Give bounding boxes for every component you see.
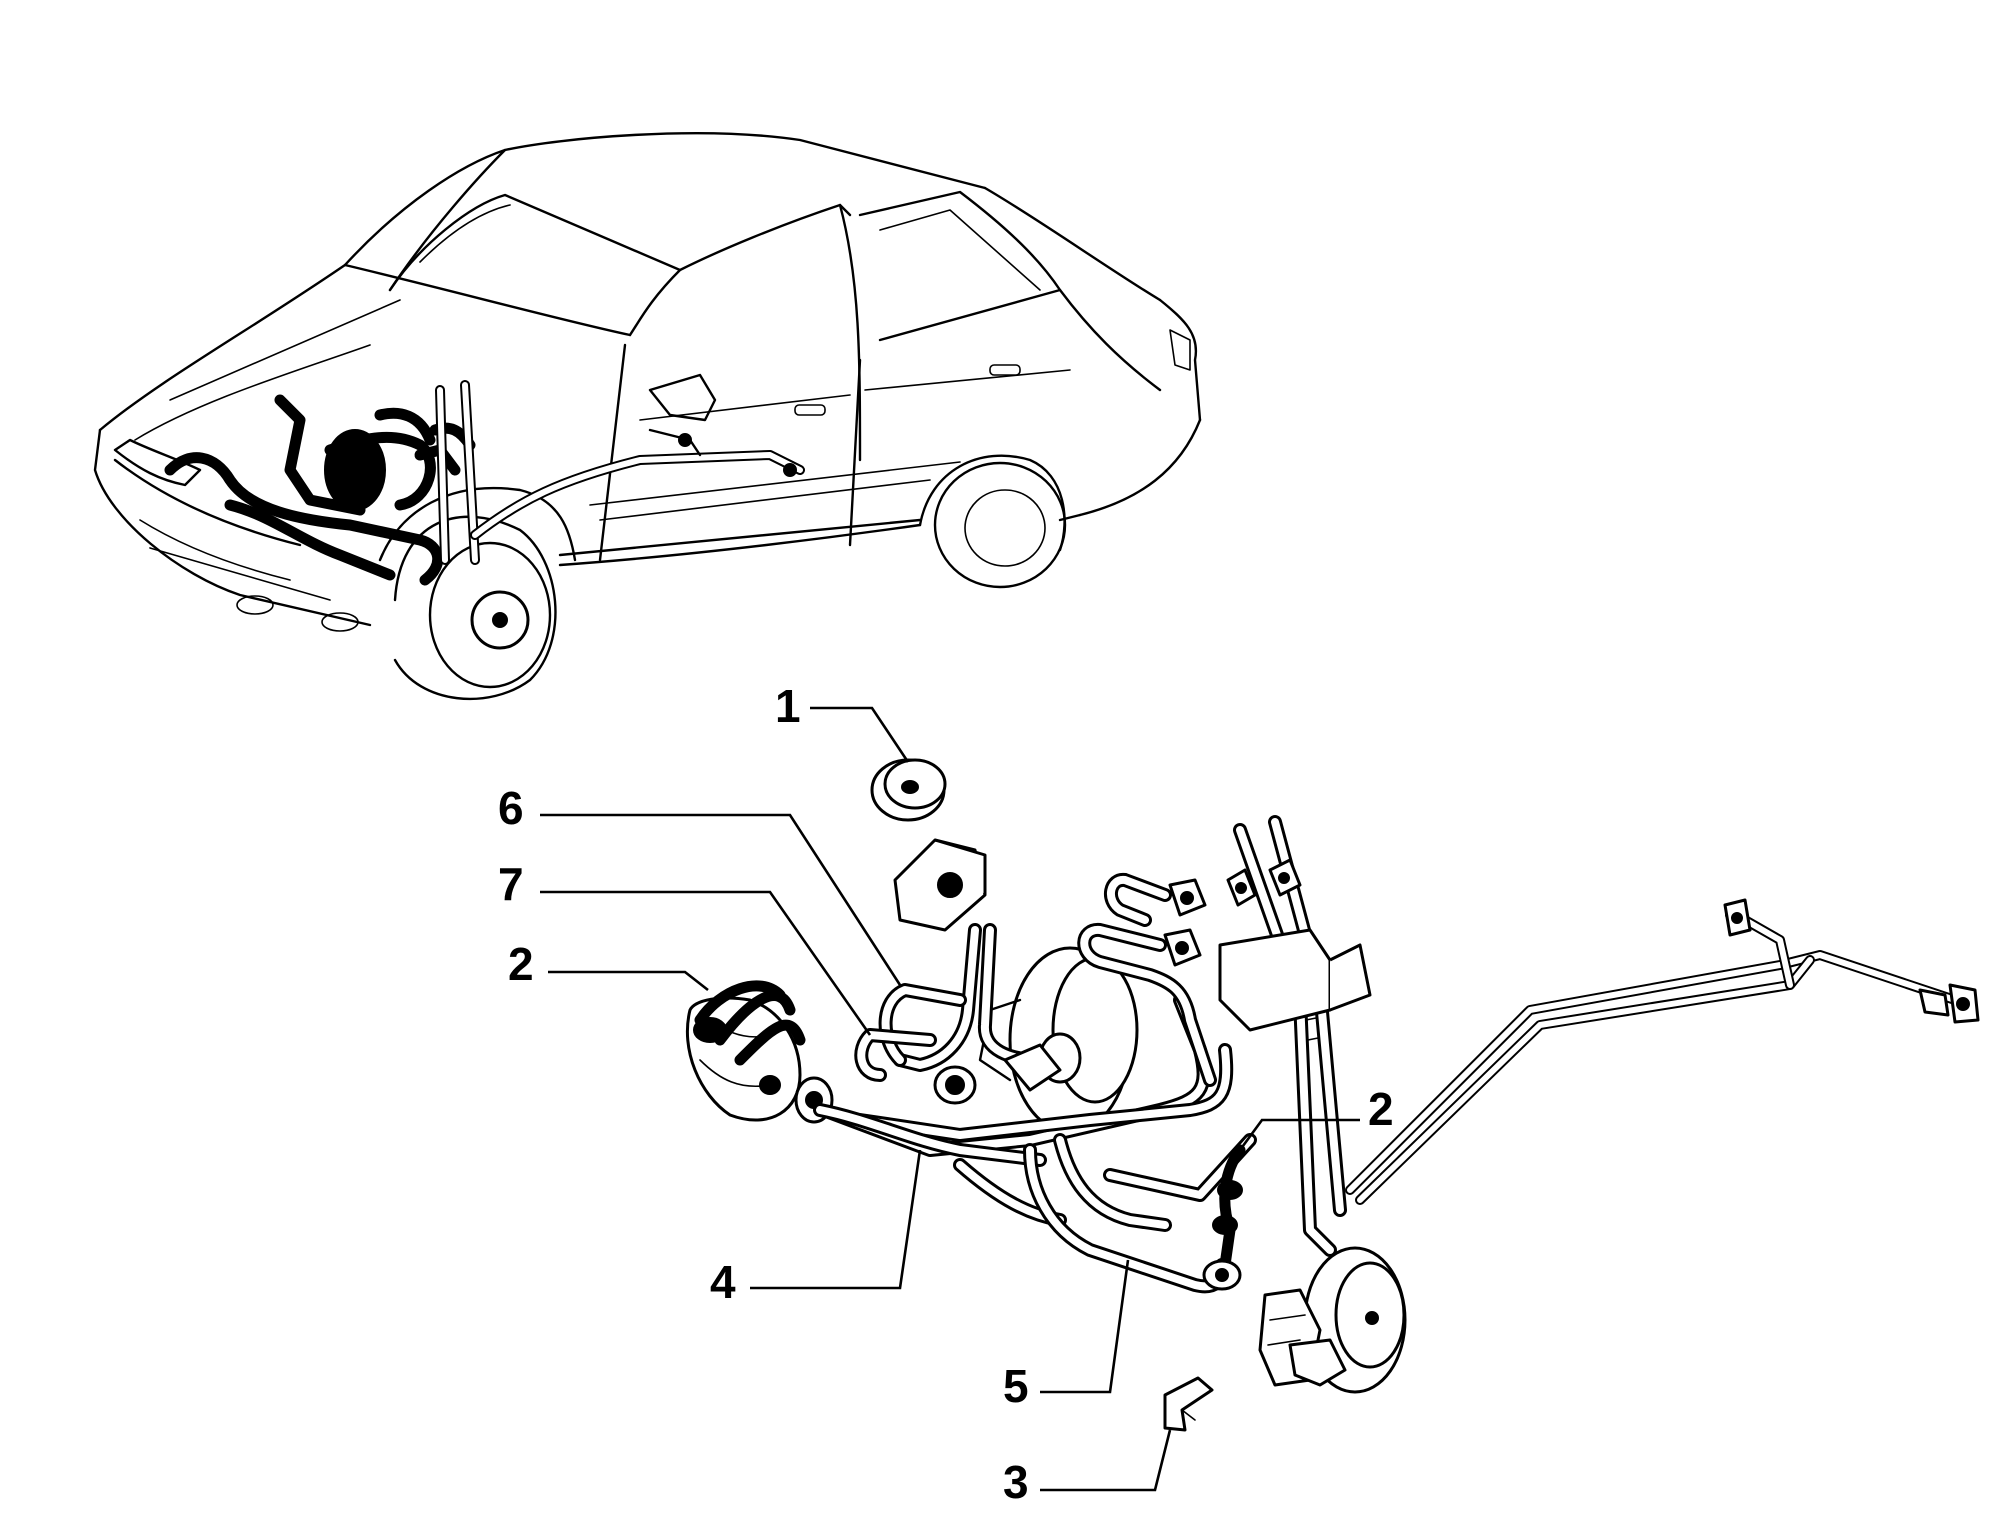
car-overview-illustration	[93, 132, 1202, 701]
callout-2-left-label: 2	[508, 938, 534, 990]
strut-pipes	[1226, 815, 1347, 1257]
rear-brake-pipe	[1345, 898, 1980, 1205]
callout-5-label: 5	[1003, 1360, 1029, 1412]
pipe-top-fittings	[1077, 873, 1217, 1087]
callout-3-leader	[1040, 1429, 1172, 1492]
part-3-clip	[1163, 1376, 1214, 1432]
callout-7-leader	[540, 890, 872, 1036]
callout-2-left-leader	[548, 970, 709, 992]
callout-5-leader	[1040, 1259, 1130, 1394]
right-bracket	[1218, 928, 1372, 1032]
right-brake-hose	[1202, 1144, 1246, 1291]
callout-2-right-label: 2	[1368, 1083, 1394, 1135]
callout-1-leader	[810, 706, 910, 763]
exploded-brake-assembly	[685, 758, 1980, 1432]
part-1-grommet	[870, 758, 947, 822]
right-brake-rotor	[1258, 1246, 1407, 1394]
brake-booster	[978, 946, 1139, 1134]
callout-6-label: 6	[498, 782, 524, 834]
bracket	[893, 838, 987, 932]
callout-4-leader	[750, 1149, 922, 1290]
callouts: 1 6 7 2 2 4 5 3	[498, 680, 1394, 1508]
callout-7-label: 7	[498, 858, 524, 910]
left-brake-caliper	[685, 980, 806, 1122]
callout-1-label: 1	[775, 680, 801, 732]
callout-6-leader	[540, 813, 902, 986]
callout-4-label: 4	[710, 1256, 736, 1308]
callout-2-right-leader	[1238, 1118, 1360, 1151]
callout-3-label: 3	[1003, 1456, 1029, 1508]
